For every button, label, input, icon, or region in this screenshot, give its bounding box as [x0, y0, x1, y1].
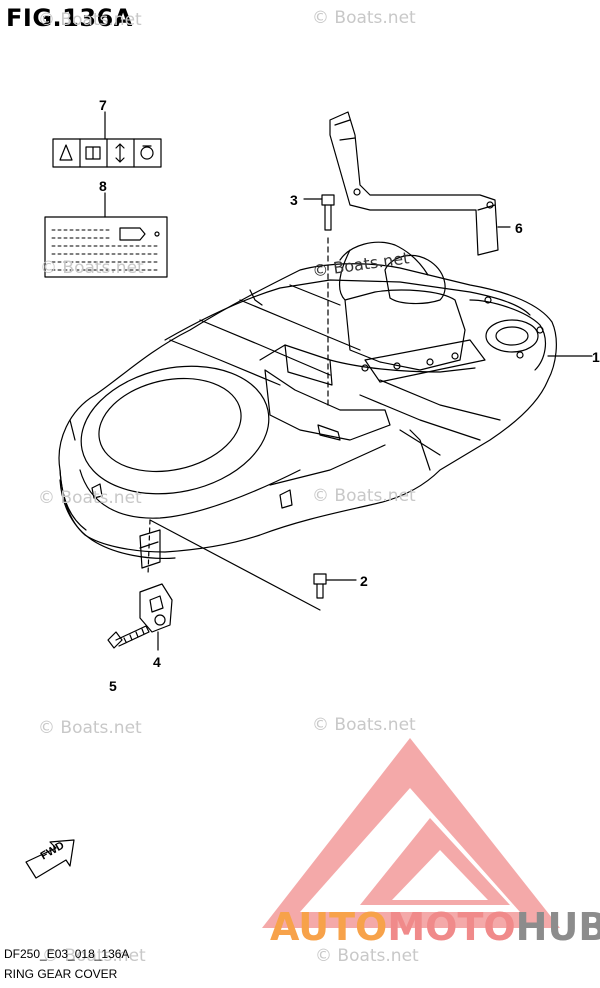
clamp-part-4: [139, 529, 173, 633]
watermark: © Boats.net: [42, 946, 146, 966]
callout-leaders: [104, 111, 593, 651]
fwd-arrow: [25, 839, 75, 879]
watermark: © Boats.net: [312, 715, 416, 735]
callout-5: 5: [109, 678, 117, 694]
brand-triangle-logo: [262, 738, 560, 928]
callout-6: 6: [515, 220, 523, 236]
bolt-part-5: [107, 625, 150, 649]
brand-logo-text: AUTOMOTOHUB: [270, 905, 600, 949]
figure-code: DF250_E03_018_136A: [4, 947, 130, 961]
bracket-part-6: [329, 111, 499, 256]
brand-part-auto: AUTO: [270, 905, 388, 949]
bolt-part-3: [321, 194, 335, 406]
callout-3: 3: [290, 192, 298, 208]
watermark: © Boats.net: [312, 486, 416, 506]
assembly-lines: [147, 519, 321, 611]
ring-gear-cover: [58, 241, 557, 559]
bolt-part-2: [313, 573, 327, 599]
watermark: © Boats.net: [38, 718, 142, 738]
watermark: © Boats.net: [315, 946, 419, 966]
watermark: © Boats.net: [40, 258, 144, 278]
figure-name: RING GEAR COVER: [4, 967, 118, 981]
caution-label-part-7: [52, 138, 162, 168]
callout-8: 8: [99, 178, 107, 194]
callout-1: 1: [592, 349, 600, 365]
watermark: © Boats.net: [312, 8, 416, 28]
callout-7: 7: [99, 97, 107, 113]
callout-2: 2: [360, 573, 368, 589]
brand-part-moto: MOTO: [387, 905, 516, 949]
info-label-part-8: [44, 216, 168, 278]
brand-part-hub: HUB: [515, 905, 600, 949]
watermark: © Boats.net: [38, 10, 142, 30]
callout-4: 4: [153, 654, 161, 670]
figure-title: FIG.136A: [6, 4, 133, 32]
watermark: © Boats.net: [38, 488, 142, 508]
